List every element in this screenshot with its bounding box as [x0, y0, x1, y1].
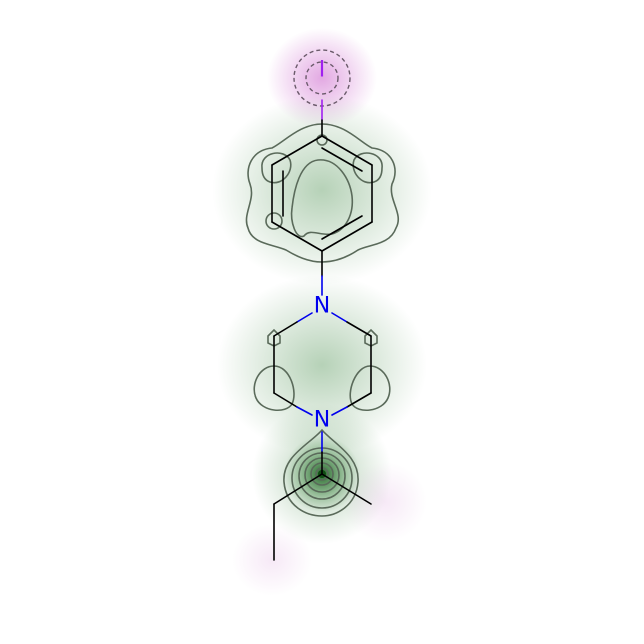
- bond-pip-5b: [296, 406, 313, 416]
- pip-contour-br: [349, 365, 391, 411]
- methyl-glow: [343, 462, 427, 542]
- bond-c-ethyl-1: [273, 473, 323, 505]
- atom-labels: I N N: [314, 58, 330, 433]
- bond-ring-3: [321, 221, 373, 252]
- bond-pip-1b: [273, 321, 298, 337]
- bond-ring-inner-2: [321, 215, 363, 240]
- pip-contour-bl: [253, 365, 295, 411]
- ring-atom-contour-2: [352, 152, 383, 184]
- bond-pip-6a: [346, 392, 372, 408]
- bonds: [271, 99, 373, 561]
- atom-nitrogen-1: N: [314, 294, 330, 319]
- center-contour-1: [283, 428, 359, 517]
- bond-pip-1a: [296, 312, 313, 323]
- piperazine-glow: [217, 275, 427, 455]
- iodine-contour-inner: [305, 61, 339, 95]
- bond-pip-6b: [331, 406, 348, 416]
- bond-ring-6: [271, 135, 323, 166]
- pip-contour-tl: [267, 328, 281, 347]
- pip-contour-tr: [364, 328, 378, 347]
- atom-nitrogen-2: N: [314, 408, 330, 433]
- bond-c-methyl: [321, 473, 372, 505]
- bond-pip-2b: [346, 321, 372, 337]
- bond-ring-4: [271, 221, 323, 252]
- ring-atom-contour-3: [265, 212, 283, 230]
- benzene-glow: [212, 95, 432, 285]
- bond-ring-inner-1: [321, 147, 363, 172]
- ethyl-glow: [232, 524, 312, 596]
- atom-iodine: I: [319, 58, 326, 83]
- ring-atom-contour-1: [261, 152, 292, 184]
- bond-pip-5a: [273, 392, 298, 408]
- benzene-contour-inner: [290, 159, 354, 238]
- bond-pip-2a: [331, 312, 348, 323]
- bond-ring-1: [321, 135, 373, 166]
